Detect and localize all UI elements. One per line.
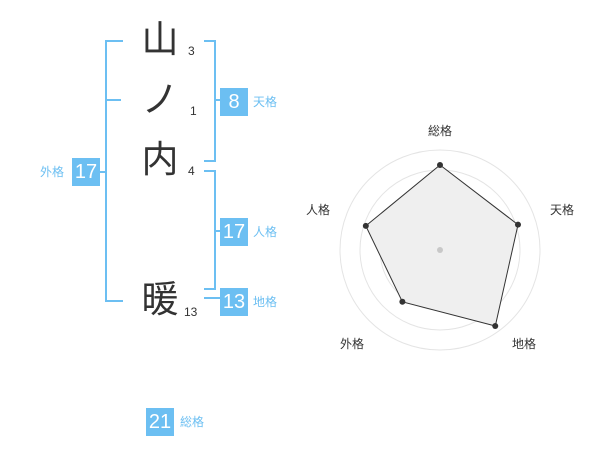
soukaku-label: 総格 xyxy=(180,415,205,429)
jinkaku-value: 17 xyxy=(220,218,248,246)
stroke-count-3: 4 xyxy=(188,164,195,178)
radar-point-1 xyxy=(437,162,443,168)
radar-point-4 xyxy=(399,298,406,305)
radar-label-soukaku: 総格 xyxy=(427,124,452,138)
tenkaku-label: 天格 xyxy=(253,95,278,109)
jinkaku-label: 人格 xyxy=(253,225,278,239)
radar-label-tenkaku: 天格 xyxy=(549,203,574,217)
chikaku-label: 地格 xyxy=(253,295,278,309)
name-char-3: 内 xyxy=(141,138,179,181)
radar-dots xyxy=(362,162,521,330)
radar-label-jinkaku: 人格 xyxy=(305,203,330,217)
stroke-count-1: 3 xyxy=(188,44,195,58)
gaikaku-bracket-tick xyxy=(105,99,121,101)
radar-center-dot xyxy=(437,247,443,253)
radar-polygon xyxy=(365,164,519,327)
stroke-count-2: 1 xyxy=(190,104,197,118)
tenkaku-value: 8 xyxy=(220,88,248,116)
radar-point-5 xyxy=(362,222,369,229)
tenkaku-connector xyxy=(214,99,222,101)
gaikaku-label: 外格 xyxy=(40,165,65,179)
chikaku-value: 13 xyxy=(220,288,248,316)
tenkaku-bracket xyxy=(204,40,216,162)
gaikaku-bracket xyxy=(105,40,123,302)
radar-label-gaikaku: 外格 xyxy=(339,337,364,351)
name-char-2: ノ xyxy=(141,78,179,121)
radar-ring-1 xyxy=(339,149,541,351)
name-char-4: 暖 xyxy=(141,278,179,321)
soukaku-value: 21 xyxy=(146,408,174,436)
stroke-count-4: 13 xyxy=(184,305,198,319)
jinkaku-connector xyxy=(214,230,222,232)
gaikaku-connector xyxy=(99,171,107,173)
chikaku-connector xyxy=(204,297,222,299)
radar-point-3 xyxy=(492,323,499,330)
gaikaku-value: 17 xyxy=(72,158,100,186)
radar-label-chikaku: 地格 xyxy=(511,337,536,351)
radar-chart xyxy=(339,149,541,351)
name-char-1: 山 xyxy=(141,18,179,61)
radar-point-2 xyxy=(514,221,521,228)
